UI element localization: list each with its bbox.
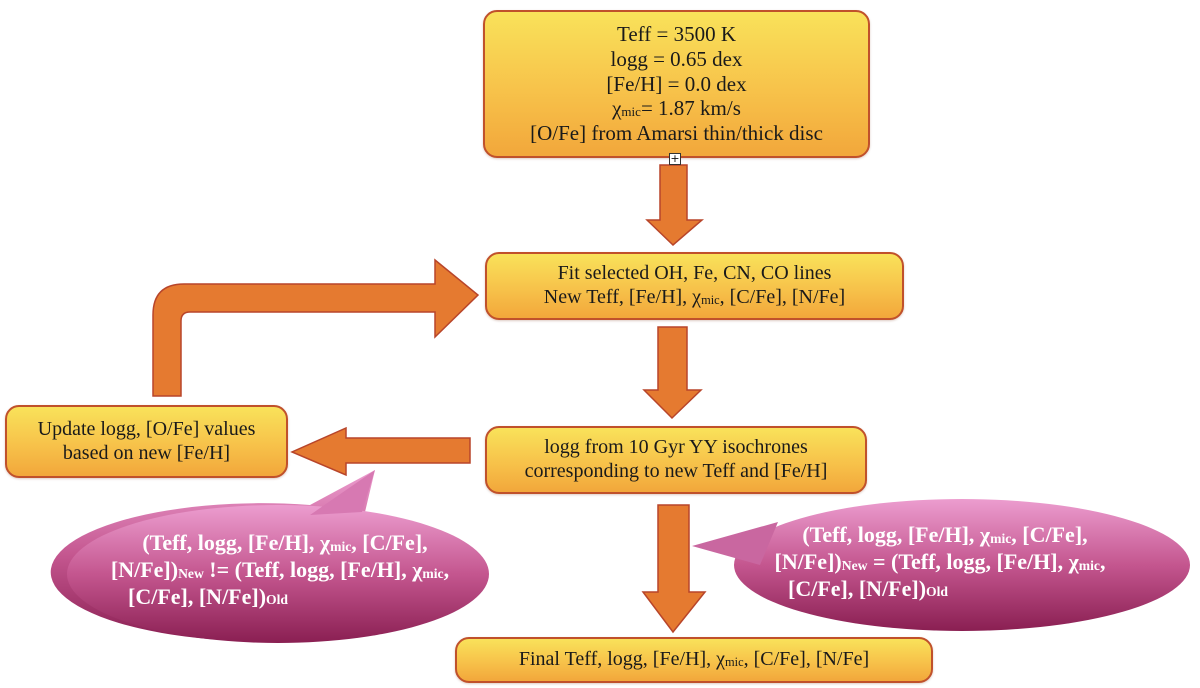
arrow-fit-to-isochrone [642,326,703,420]
node-final-parameters[interactable]: Final Teff, logg, [Fe/H], χmic, [C/Fe], … [455,637,933,683]
fit-line-2: New Teff, [Fe/H], χmic, [C/Fe], [N/Fe] [543,286,846,308]
callout-converged-tail [692,522,778,565]
isochrone-line-2: corresponding to new Teff and [Fe/H] [524,460,828,482]
node-initial-parameters[interactable]: Teff = 3500 K logg = 0.65 dex [Fe/H] = 0… [483,10,870,158]
callout-converged-bubble [734,499,1190,631]
arrow-update-to-fit-loop [152,258,480,397]
initial-teff: Teff = 3500 K [616,22,737,47]
arrow-isochrone-to-update [290,426,471,477]
arrow-isochrone-to-final [641,504,707,634]
callout-not-converged-text: (Teff, logg, [Fe/H], χmic, [C/Fe], [N/Fe… [110,530,450,609]
fit-line-1: Fit selected OH, Fe, CN, CO lines [557,262,832,285]
arrow-initial-to-fit [645,164,705,247]
initial-logg: logg = 0.65 dex [610,46,743,71]
node-fit-lines[interactable]: Fit selected OH, Fe, CN, CO lines New Te… [485,252,904,320]
initial-microturbulence: χmic= 1.87 km/s [612,96,741,121]
node-update-logg-ofe[interactable]: Update logg, [O/Fe] values based on new … [5,405,288,478]
callout-not-converged-tail [310,470,375,515]
update-line-1: Update logg, [O/Fe] values [37,417,256,440]
callout-not-converged-bubble [67,505,489,643]
plus-box-icon[interactable]: + [669,152,681,165]
initial-feh: [Fe/H] = 0.0 dex [606,71,747,96]
update-line-2: based on new [Fe/H] [62,441,231,464]
initial-ofe: [O/Fe] from Amarsi thin/thick disc [530,121,823,146]
isochrone-line-1: logg from 10 Gyr YY isochrones [544,436,808,459]
callout-converged-text: (Teff, logg, [Fe/H], χmic, [C/Fe], [N/Fe… [774,522,1106,601]
final-line: Final Teff, logg, [Fe/H], χmic, [C/Fe], … [518,648,870,671]
node-isochrone-logg[interactable]: logg from 10 Gyr YY isochrones correspon… [485,426,867,494]
